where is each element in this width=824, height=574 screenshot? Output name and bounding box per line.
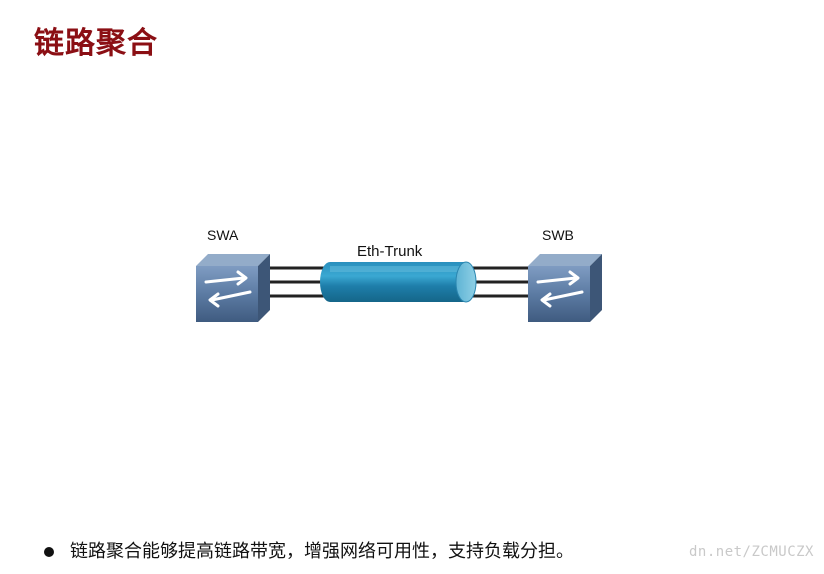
bullet-text: 链路聚合能够提高链路带宽，增强网络可用性，支持负载分担。 xyxy=(70,538,574,566)
switch-swb xyxy=(528,254,602,322)
switch-swa xyxy=(196,254,270,322)
trunk-end-cap xyxy=(456,262,476,302)
bullet-dot-icon xyxy=(44,547,54,557)
eth-trunk xyxy=(320,262,476,302)
eth-trunk-label: Eth-Trunk xyxy=(357,243,423,260)
watermark: dn.net/ZCMUCZX xyxy=(689,544,814,560)
bullet-item: 链路聚合能够提高链路带宽，增强网络可用性，支持负载分担。 xyxy=(44,538,574,566)
swa-label: SWA xyxy=(207,227,239,243)
swb-label: SWB xyxy=(542,227,574,243)
